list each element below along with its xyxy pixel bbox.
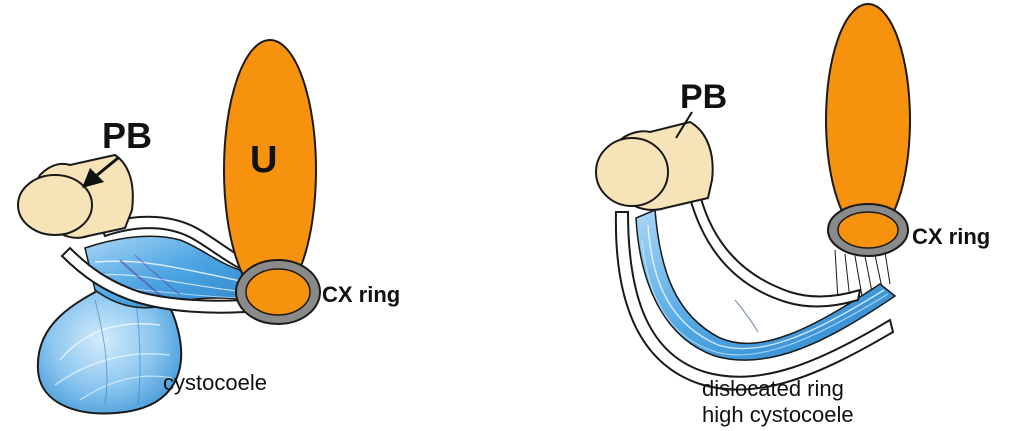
right-inner-ligament-band [688, 193, 862, 308]
right-panel: PB CX ring dislocated ring high cystocoe… [595, 3, 990, 427]
right-caption-line2: high cystocoele [702, 402, 854, 427]
right-cervix-ring [827, 203, 909, 257]
right-vaginal-fascia [635, 208, 897, 361]
right-uterus [825, 3, 911, 237]
left-pb-label: PB [102, 115, 152, 156]
right-outer-ligament-band [614, 211, 895, 391]
left-pb-arrow [82, 156, 119, 188]
left-caption: cystocoele [163, 370, 267, 395]
right-perineal-body [595, 120, 714, 211]
left-cx-ring-label: CX ring [322, 282, 400, 307]
right-cx-ring-label: CX ring [912, 224, 990, 249]
left-cystocoele-bulge [36, 278, 183, 415]
left-uterus-label: U [250, 139, 277, 181]
right-pb-label: PB [680, 78, 727, 116]
right-caption-line1: dislocated ring [702, 376, 844, 401]
left-perineal-body [17, 153, 134, 239]
left-panel: PB U CX ring cystocoele [17, 39, 400, 415]
left-cervix-ring [235, 259, 321, 325]
right-pb-leader-line [675, 111, 693, 139]
